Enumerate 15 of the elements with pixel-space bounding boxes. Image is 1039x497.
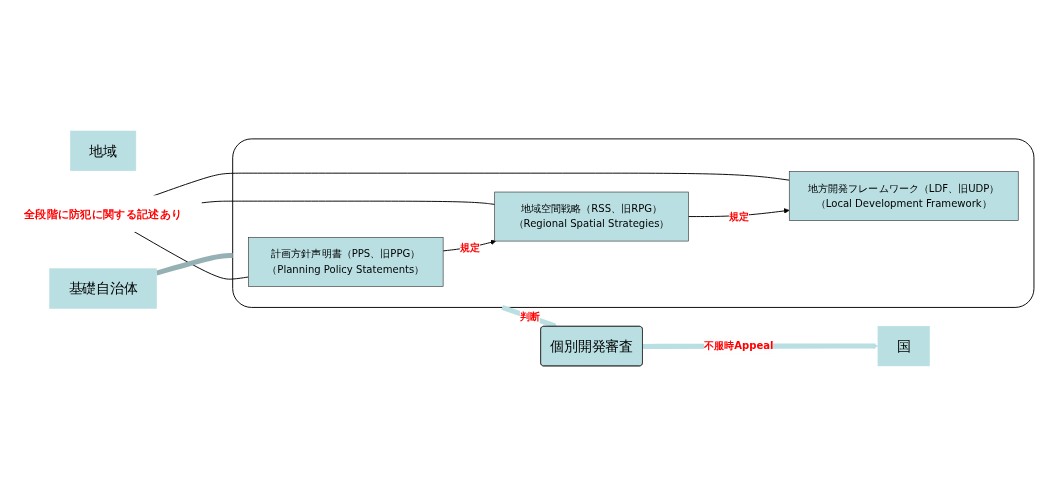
edge-label: 規定	[459, 241, 480, 254]
node-box: 地域	[70, 130, 137, 171]
edge-label: 不服時Appeal	[704, 339, 774, 352]
node-box: 地方開発フレームワーク（LDF、旧UDP） （Local Development Framework）	[788, 171, 1019, 221]
connector	[155, 253, 233, 276]
connector	[200, 200, 496, 205]
node-box: 国	[877, 326, 930, 367]
edge-label: 判断	[519, 310, 540, 323]
node-box: 地域空間戦略（RSS、旧RPG） （Regional Spatial Strategies）	[494, 191, 689, 242]
cluster	[232, 138, 1035, 308]
connector	[133, 231, 249, 280]
node-text: 全段階に防犯に関する記述あり	[23, 207, 183, 221]
edge-label: 規定	[728, 210, 749, 223]
node-box: 計画方針声明書（PPS、旧PPG） （Planning Policy Statements）	[248, 237, 444, 287]
node-box: 基礎自治体	[49, 268, 157, 309]
